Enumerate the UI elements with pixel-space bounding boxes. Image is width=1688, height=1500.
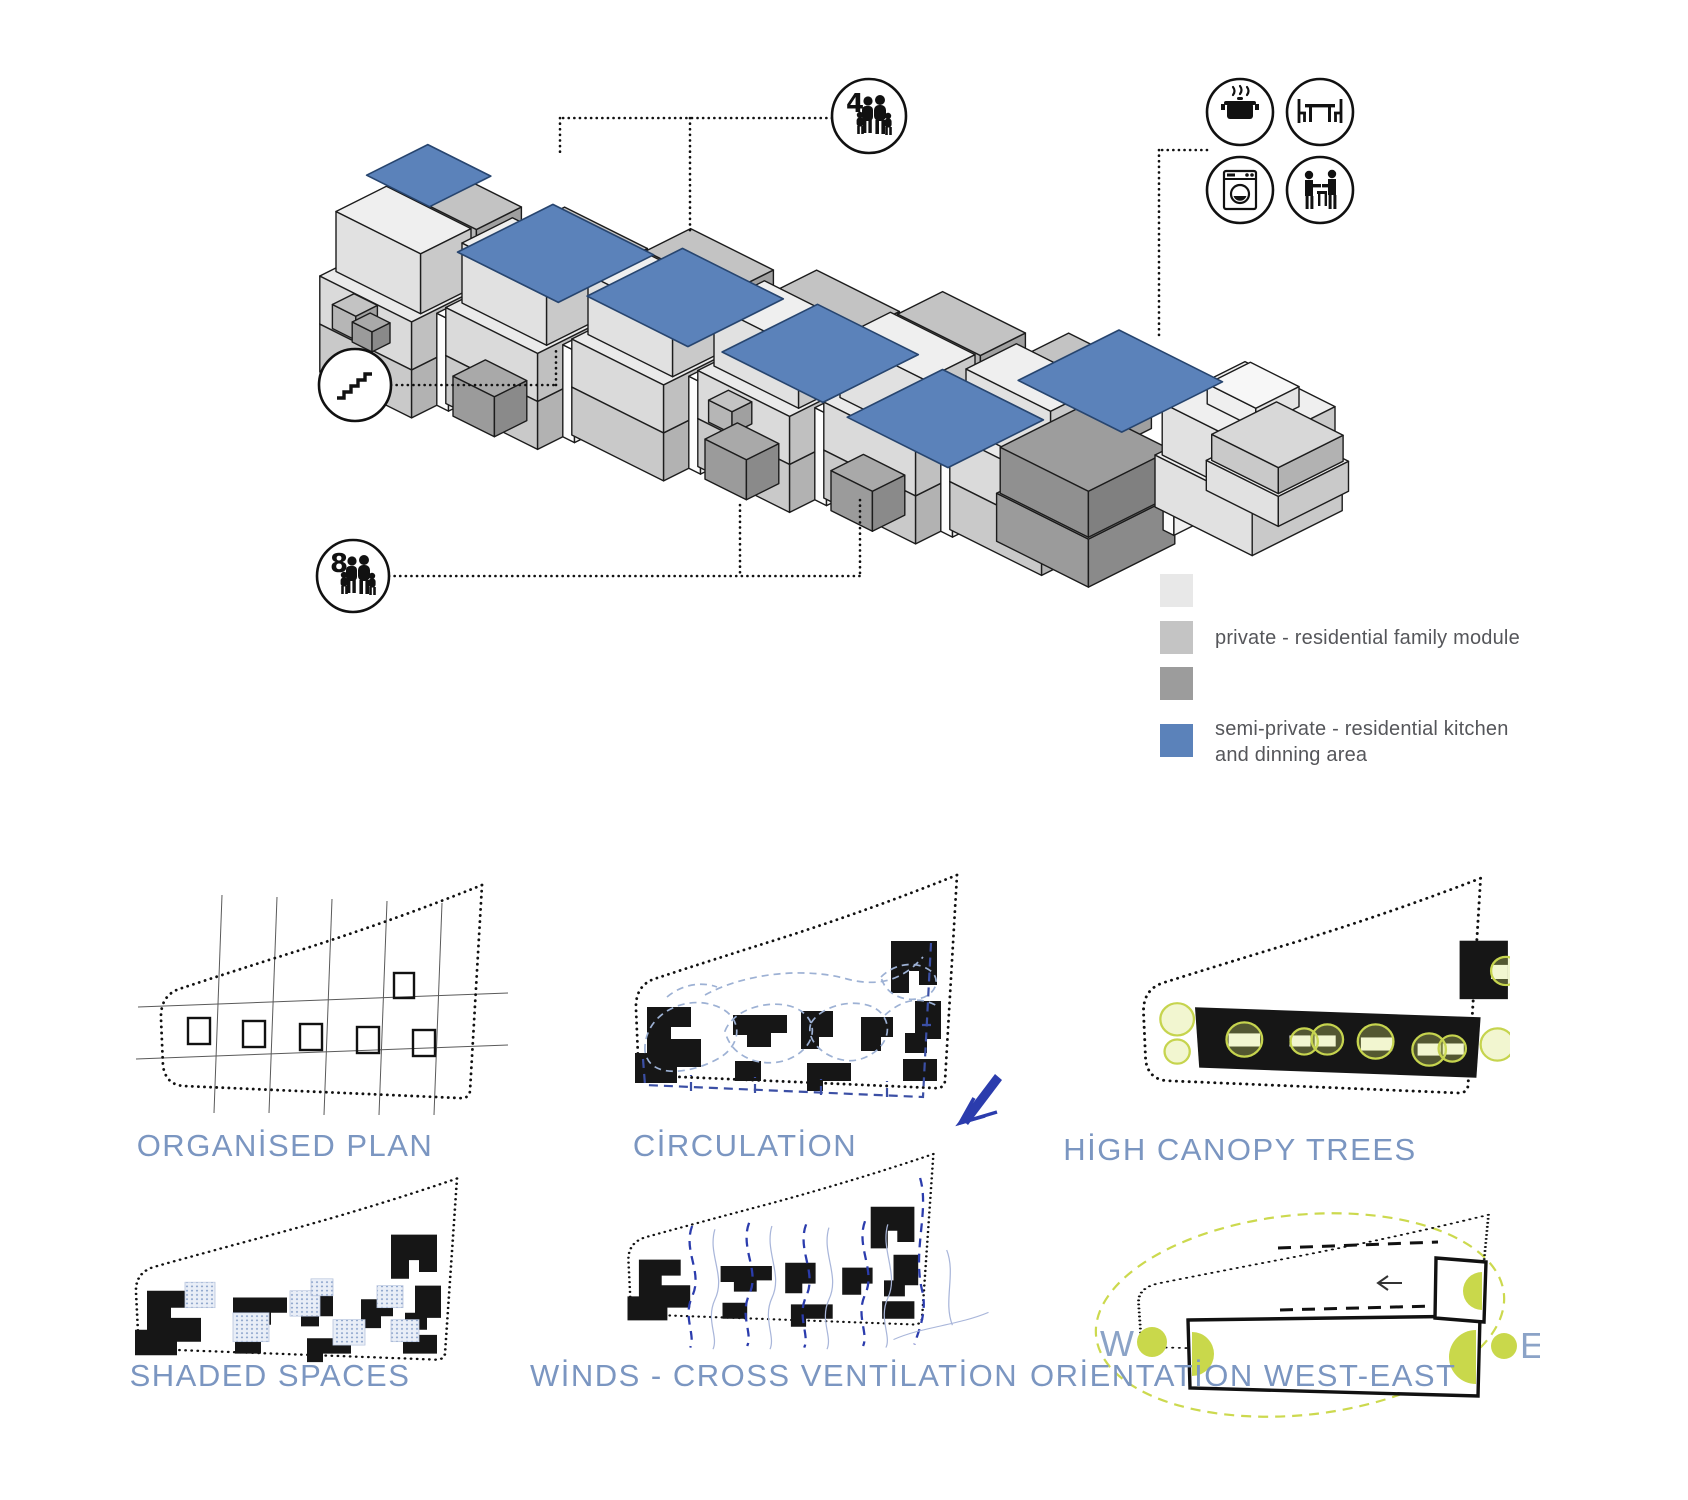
isometric-building — [319, 143, 1350, 588]
building-footprints — [1195, 940, 1508, 1078]
label-shaded-spaces: SHADED SPACES — [129, 1358, 411, 1393]
legend-swatch-light — [1160, 574, 1193, 607]
diagram-high-canopy-trees — [1142, 876, 1510, 1095]
plan-units — [186, 971, 437, 1058]
family-8-badge: 8 — [315, 538, 391, 614]
plan-grid — [135, 894, 509, 1115]
label-orientation: ORİENTATİON WEST-EAST — [1030, 1358, 1457, 1393]
diagram-organised-plan — [135, 883, 509, 1115]
west-sun-dot — [1137, 1327, 1167, 1357]
east-label: E — [1520, 1325, 1540, 1366]
sun-exposure-discs — [1192, 1272, 1482, 1384]
courtyard-openings — [1228, 1033, 1506, 1056]
diagram-winds — [627, 1074, 1002, 1350]
family-4-icon — [856, 95, 892, 135]
dining-table-icon — [1297, 99, 1343, 123]
label-circulation: CİRCULATİON — [632, 1128, 858, 1163]
label-winds: WİNDS - CROSS VENTİLATİON — [530, 1358, 1019, 1393]
building-footprints — [627, 1206, 919, 1327]
badge-8-number: 8 — [330, 549, 348, 579]
circulation-loops — [644, 956, 940, 1073]
shaded-patches — [184, 1278, 420, 1346]
wind-arrow — [955, 1074, 1002, 1127]
label-organised-plan: ORGANİSED PLAN — [136, 1128, 434, 1163]
tree-canopies — [1159, 955, 1510, 1067]
legend-private-label: private - residential family module — [1215, 627, 1520, 649]
diagram-shaded-spaces — [134, 1177, 459, 1363]
site-boundary — [159, 883, 484, 1100]
west-label: W — [1100, 1323, 1134, 1364]
sun-path-ellipse — [1094, 1212, 1506, 1418]
label-high-canopy-trees: HİGH CANOPY TREES — [1063, 1132, 1417, 1167]
diagram-orientation: W E — [1094, 1212, 1540, 1418]
axonometric-module-diagram: 4 8 — [315, 77, 1355, 614]
amenity-icons — [1205, 77, 1355, 225]
legend-semi-label: semi-private - residential kitchen and d… — [1215, 718, 1509, 766]
callout-lines — [387, 116, 1209, 578]
circulation-axes — [641, 942, 933, 1099]
stairs-badge — [317, 347, 393, 423]
west-arrow — [1376, 1275, 1402, 1291]
people-cooking-icon — [1304, 169, 1337, 209]
stairs-icon — [337, 372, 372, 400]
cooking-pot-icon — [1221, 84, 1259, 119]
legend-swatch-dark — [1160, 667, 1193, 700]
diagram-circulation — [634, 873, 959, 1099]
badge-4-number: 4 — [846, 89, 864, 119]
legend-swatch-mid — [1160, 621, 1193, 654]
family-8-icon — [340, 555, 376, 595]
legend-swatch-blue — [1160, 724, 1193, 757]
axis-dashes — [1277, 1240, 1439, 1312]
east-sun-dot — [1491, 1333, 1517, 1359]
washing-machine-icon — [1222, 169, 1258, 211]
wind-paths — [687, 1177, 989, 1350]
family-4-badge: 4 — [830, 77, 908, 155]
